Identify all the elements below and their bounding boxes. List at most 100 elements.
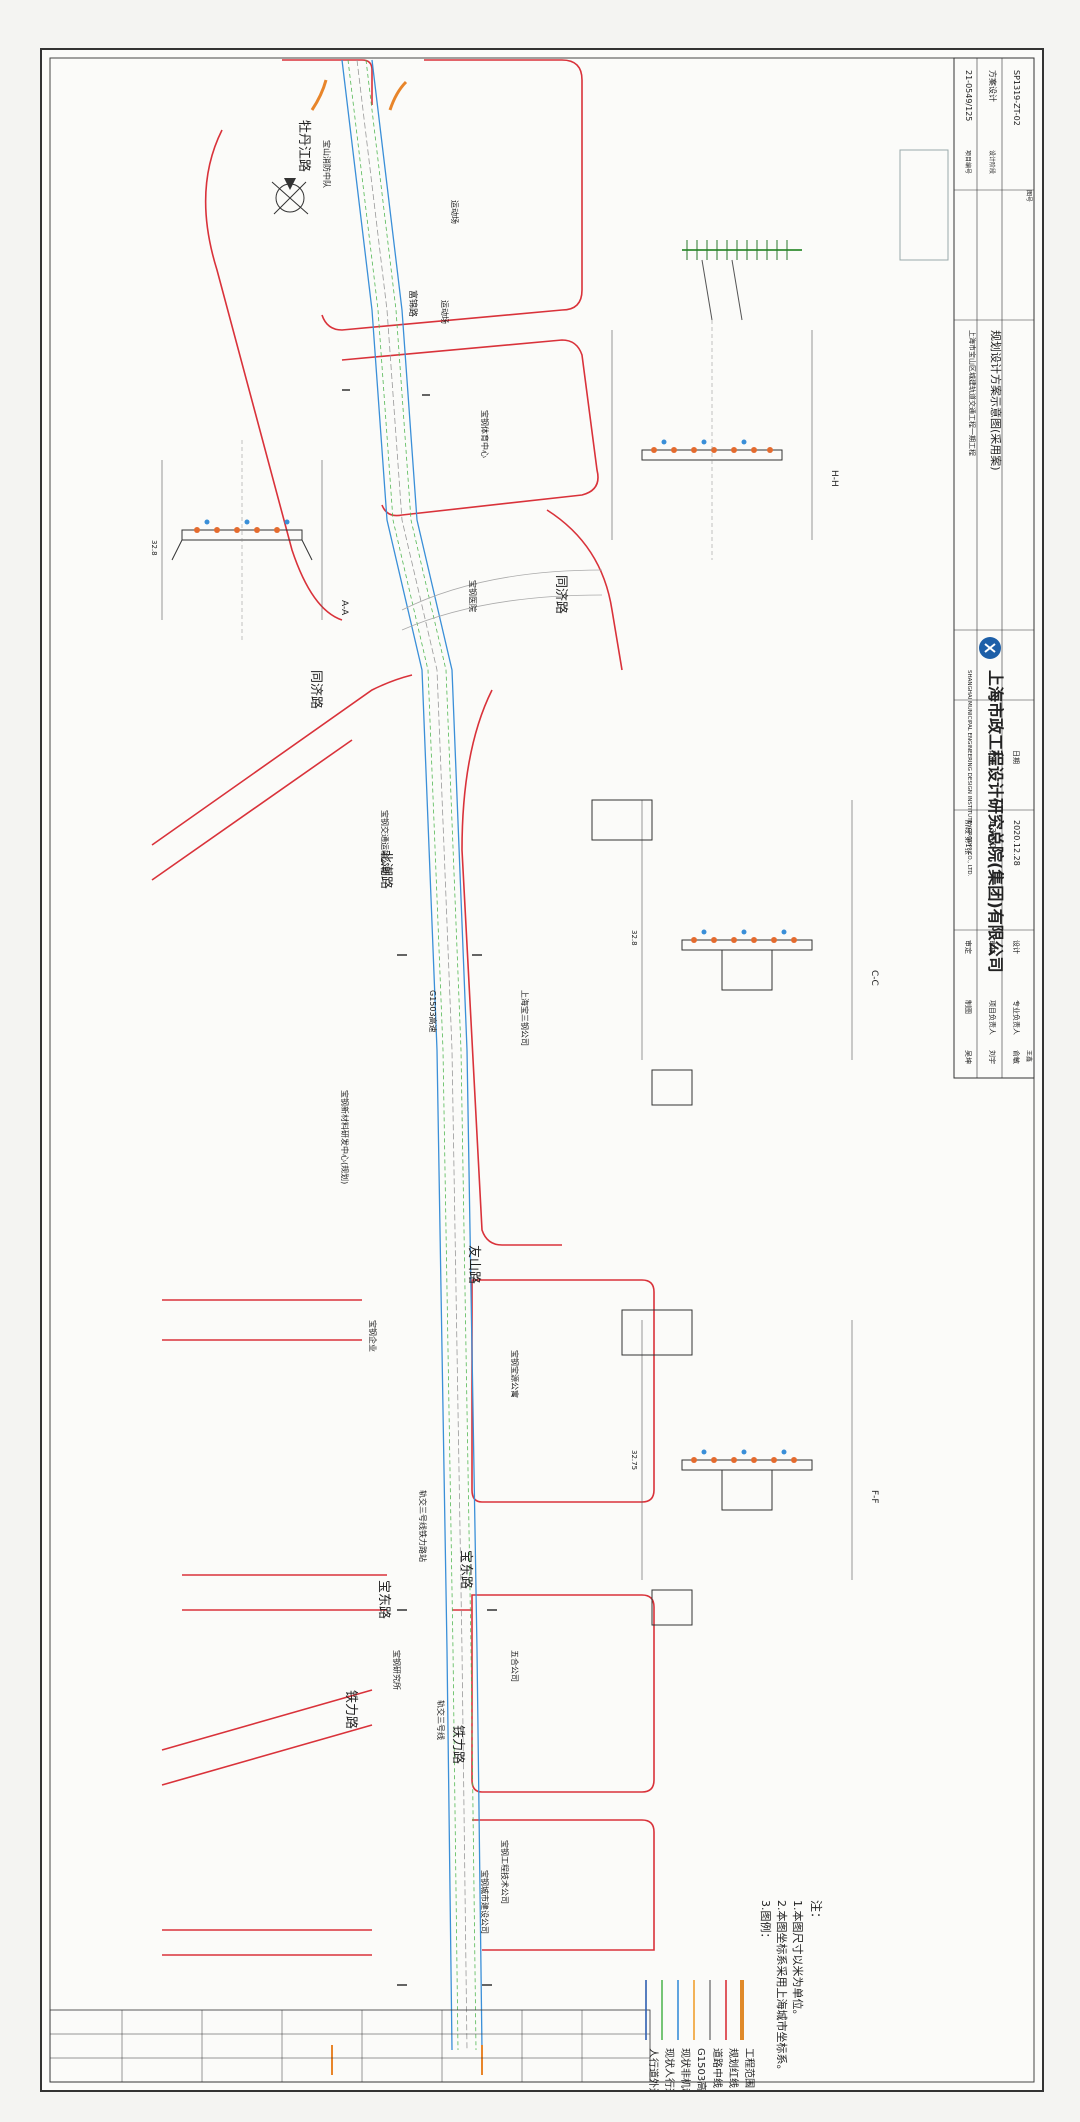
place-wuhe: 五合公司 (510, 1650, 520, 1682)
tb-project-leader: 项目负责人 (988, 1000, 997, 1035)
project-name: 上海市宝山区城建轨道交通工程一期工程 (968, 330, 977, 456)
road-baodong-1: 宝东路 (458, 1550, 474, 1589)
north-arrow-icon (271, 178, 309, 215)
title-block (899, 57, 1035, 1079)
road-tongji-1: 同济路 (553, 575, 569, 614)
legend-label-5: 现状人行道 (663, 2048, 676, 2090)
place-hospital: 宝钢医院 (468, 580, 478, 612)
sheet-label: 阶段 第1张 (964, 820, 973, 855)
tb-no-label: 图号 (1025, 190, 1032, 202)
legend-label-3: G1503高速道路 (695, 2048, 708, 2090)
place-new-material: 宝钢新材料研发中心(规划) (340, 1090, 350, 1184)
inner-frame (49, 57, 1035, 2083)
tb-drawn: 制图 (964, 1000, 973, 1014)
notes-title: 注： (809, 1900, 824, 1924)
site-plan: 牡丹江路 同济路 同济路 北潮路 友山路 宝东路 宝东路 铁力路 铁力路 富锦路… (49, 57, 1035, 2090)
place-sports-2: 运动场 (440, 300, 450, 324)
drawing-title: 规划设计方案示意图(采用案) (989, 330, 1003, 471)
project-number: 21-0549/125 (964, 70, 973, 121)
place-sports-center: 宝钢体育中心 (480, 410, 490, 458)
engineering-range-markers (310, 79, 483, 2075)
road-baodong-2: 宝东路 (376, 1580, 392, 1619)
main-corridor (341, 59, 603, 2051)
tb-name-1: 吴坤 (964, 1050, 973, 1064)
place-engineering: 宝钢工程技术公司 (500, 1840, 510, 1904)
red-line-tongji-2 (151, 674, 413, 846)
red-line-parcel-4 (341, 339, 599, 517)
place-changsi: 宝钢城市建设公司 (480, 1870, 490, 1934)
tb-approved: 审定 (964, 940, 973, 954)
road-tongji-2: 同济路 (308, 670, 324, 709)
label-g1503: G1503高速 (428, 990, 438, 1033)
red-line-tongji (546, 509, 623, 671)
red-line-tieli-1 (161, 1689, 373, 1751)
section-f-title: F-F (869, 1490, 879, 1504)
section-cut-markers (342, 389, 497, 1986)
tb-project-no-label: 项目编号 (964, 150, 972, 174)
legend-label-4: 现状非机动道路 (679, 2048, 692, 2090)
tb-stage-label: 设计阶段 (988, 150, 996, 174)
section-h-title: H-H (829, 470, 839, 487)
place-enterprise: 宝钢企业 (368, 1320, 378, 1352)
place-research: 宝钢研究所 (392, 1650, 402, 1690)
place-baoyuan: 宝钢宝源公寓 (510, 1350, 520, 1398)
tb-specialty-leader: 专业负责人 (1012, 1000, 1021, 1035)
road-tieli-2: 铁力路 (450, 1725, 466, 1764)
company-name-en: SHANGHAI MUNICIPAL ENGINEERING DESIGN IN… (966, 670, 972, 877)
tb-designed: 设计 (1012, 940, 1021, 954)
section-a (161, 440, 323, 640)
section-f (621, 1309, 853, 1626)
road-youshan: 友山路 (466, 1245, 482, 1284)
tb-scale-label: 比例 (988, 750, 997, 764)
road-fujin: 富锦路 (407, 290, 419, 317)
section-h (611, 320, 813, 560)
tb-name-2: 刘宇 (988, 1050, 997, 1064)
red-line-parcel-2 (282, 59, 373, 105)
red-line-parcel-1 (204, 129, 343, 621)
section-c-width: 32.8 (630, 930, 638, 946)
legend-label-0: 工程范围 (743, 2048, 756, 2088)
section-c-title: C-C (869, 970, 879, 986)
place-fire: 宝山消防中队 (322, 140, 332, 188)
stage: 方案设计 (988, 70, 998, 102)
road-mudanjiang: 牡丹江路 (296, 120, 312, 172)
red-line-east-parcel (461, 689, 562, 1246)
section-i (682, 240, 802, 321)
notes-1: 1.本图尺寸以米为单位。 (791, 1900, 805, 2021)
section-f-width: 32.75 (630, 1450, 638, 1470)
tb-name-3: 俞敏 (1012, 1050, 1021, 1064)
road-beihu: 北潮路 (378, 850, 394, 889)
date-value: 2020.12.28 (1012, 820, 1021, 866)
tb-name-4: 王鑫 (1025, 1050, 1033, 1062)
section-a-title: A-A (339, 600, 349, 616)
legend-label-2: 道路中线 (711, 2048, 724, 2088)
drawing-number: SP1319-ZT-02 (1012, 70, 1021, 126)
red-line-baoyuan (471, 1279, 655, 1503)
notes-2: 2.本图坐标系采用上海城市坐标系。 (775, 1900, 789, 2076)
planning-red-lines (151, 59, 655, 1956)
red-line-tieli-2 (161, 1724, 373, 1786)
legend-label-6: 人行道外边线 (647, 2048, 660, 2090)
tb-checked: 审核 (988, 940, 997, 954)
approval-stamp (899, 149, 949, 261)
red-line-parcel-3 (321, 59, 583, 331)
red-line-bottom-parcel (472, 1819, 655, 1951)
legend-swatches (645, 1980, 744, 2040)
place-transport: 宝钢交通运输公司 (380, 810, 390, 874)
red-line-beihu (151, 739, 353, 881)
section-a-width: 32.8 (150, 540, 158, 556)
scale-value: 1:3000 (988, 820, 997, 848)
tb-date-label: 日期 (1012, 750, 1020, 764)
company-logo (979, 637, 1001, 659)
notes-3: 3.图例： (759, 1900, 773, 1944)
bottom-signature-strip (49, 2009, 651, 2083)
place-steel3: 上海宝三钢公司 (520, 990, 530, 1046)
red-line-wuhe (471, 1594, 655, 1793)
place-sports: 运动场 (450, 200, 460, 224)
label-rail-line3: 轨交三号线 (436, 1700, 446, 1740)
legend-label-1: 规划红线 (727, 2048, 740, 2088)
company-name: 上海市政工程设计研究总院(集团)有限公司 (986, 670, 1005, 973)
section-c (591, 799, 853, 1106)
label-line3-station: 轨交三号线铁力路站 (418, 1490, 428, 1562)
